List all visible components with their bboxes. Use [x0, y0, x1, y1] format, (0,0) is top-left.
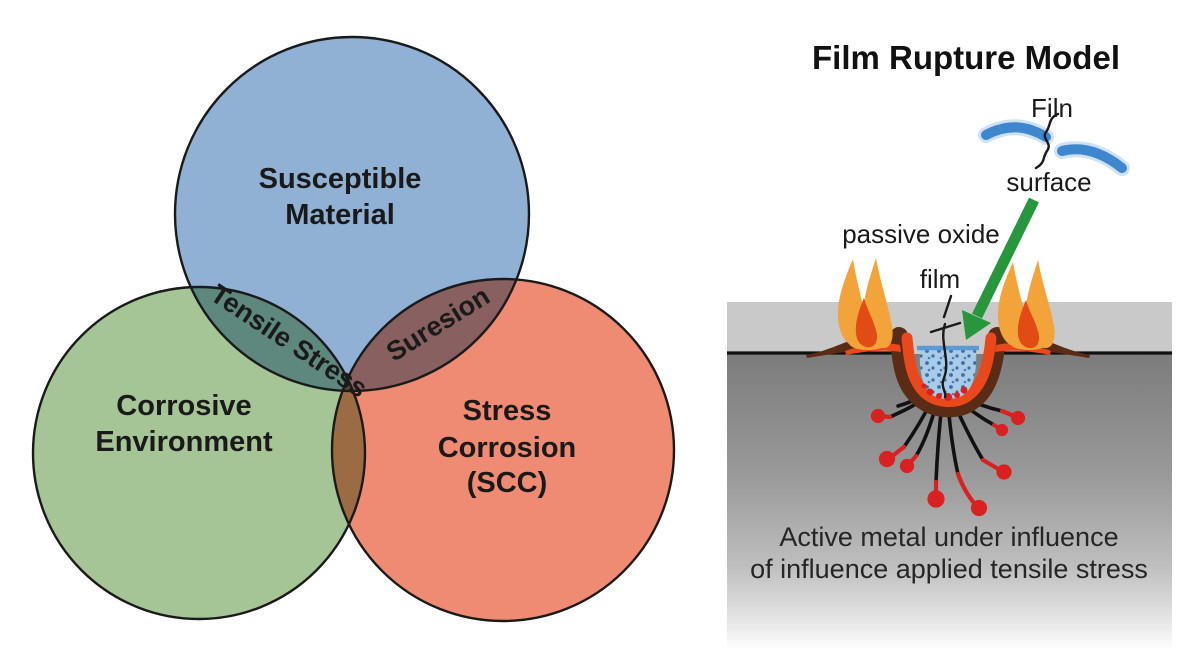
label-stress: Stress [463, 395, 552, 427]
label-film: film [920, 264, 960, 294]
outline-corrosive-environment [31, 285, 367, 621]
venn-circle-outlines [31, 35, 676, 623]
label-material: Material [285, 199, 395, 231]
film-break-squiggle-icon [1034, 112, 1060, 170]
label-passive-oxide: passive oxide [842, 219, 1000, 249]
rupture-arrow-icon [962, 197, 1039, 340]
oxide-collar-brown [890, 327, 1006, 418]
circle-corrosive-environment [33, 287, 365, 619]
film-rupture-model: Film Rupture Model [727, 39, 1172, 650]
outline-stress-corrosion [330, 277, 676, 623]
film-rupture-title: Film Rupture Model [812, 39, 1120, 76]
film-crack-icon [929, 294, 962, 399]
caption-line-1: Active metal under influence [779, 522, 1118, 552]
label-susceptible: Susceptible [259, 163, 422, 195]
flame-left-icon [837, 258, 893, 350]
pit-liquid-stipple [919, 347, 977, 399]
label-environment: Environment [95, 426, 273, 458]
venn-diagram: Susceptible Material Corrosive Environme… [31, 35, 676, 623]
venn-circle-fills [33, 37, 674, 621]
metal-surface-band [727, 302, 1172, 354]
label-film-top: Filn [1031, 93, 1073, 123]
broken-film-icon [978, 112, 1130, 176]
label-corrosive: Corrosive [116, 390, 251, 422]
label-surface: surface [1006, 167, 1091, 197]
label-corrosion: Corrosion [438, 432, 577, 464]
circle-stress-corrosion [332, 279, 674, 621]
corrosion-tips-icon [870, 408, 1026, 517]
oxide-collar-orange [901, 332, 997, 407]
caption-line-2: of influence applied tensile stress [750, 554, 1148, 584]
label-scc: (SCC) [467, 467, 548, 499]
flame-right-icon [997, 260, 1055, 350]
